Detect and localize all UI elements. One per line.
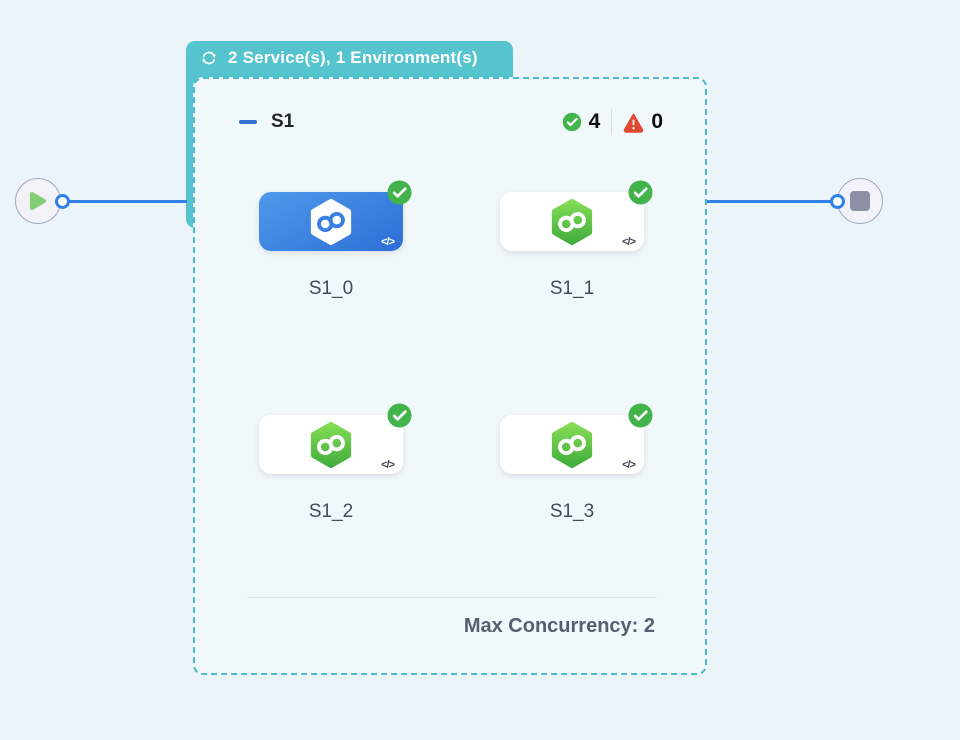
collapse-icon[interactable] bbox=[239, 120, 257, 124]
panel-header: S1 4 0 bbox=[239, 107, 663, 137]
max-concurrency-label: Max Concurrency: 2 bbox=[463, 615, 655, 637]
service-instance-cell: </> S1_1 bbox=[500, 180, 653, 300]
service-hexagon-icon bbox=[551, 198, 593, 245]
start-output-port[interactable] bbox=[55, 194, 70, 209]
service-instance-label: S1_3 bbox=[549, 501, 595, 522]
code-icon: </> bbox=[381, 236, 395, 248]
loop-icon bbox=[202, 51, 216, 65]
service-instance-card-s1-3[interactable]: </> bbox=[500, 403, 653, 474]
footer-divider bbox=[247, 597, 657, 598]
service-instance-cell: </> S1_3 bbox=[500, 403, 653, 523]
code-icon: </> bbox=[381, 459, 395, 471]
service-hexagon-icon bbox=[551, 421, 593, 468]
service-instance-card-s1-0[interactable]: </> bbox=[259, 180, 412, 251]
status-divider bbox=[611, 109, 613, 135]
code-icon: </> bbox=[622, 236, 636, 248]
start-node[interactable] bbox=[15, 178, 61, 224]
stop-icon bbox=[850, 191, 870, 211]
service-hexagon-icon bbox=[310, 421, 352, 468]
service-instance-label: S1_2 bbox=[308, 501, 354, 522]
success-count-icon bbox=[562, 112, 581, 132]
success-count: 4 bbox=[588, 110, 601, 133]
success-badge-icon bbox=[628, 403, 653, 428]
play-icon bbox=[30, 192, 46, 210]
group-badge[interactable]: 2 Service(s), 1 Environment(s) bbox=[186, 41, 513, 68]
edge-start-to-group bbox=[62, 200, 187, 203]
end-input-port[interactable] bbox=[830, 194, 845, 209]
service-instance-cell: </> S1_0 bbox=[259, 180, 412, 300]
edge-group-to-end bbox=[707, 200, 834, 203]
success-badge-icon bbox=[628, 180, 653, 205]
service-name: S1 bbox=[271, 111, 295, 132]
error-count-icon bbox=[624, 113, 644, 133]
success-badge-icon bbox=[387, 403, 412, 428]
error-count: 0 bbox=[651, 110, 663, 133]
service-instance-card-s1-1[interactable]: </> bbox=[500, 180, 653, 251]
group-badge-label: 2 Service(s), 1 Environment(s) bbox=[228, 48, 478, 67]
service-instance-label: S1_1 bbox=[549, 278, 595, 299]
service-instance-card-s1-2[interactable]: </> bbox=[259, 403, 412, 474]
service-instance-cell: </> S1_2 bbox=[259, 403, 412, 523]
success-badge-icon bbox=[387, 180, 412, 205]
service-group-panel: S1 4 0 bbox=[193, 77, 707, 675]
status-cluster: 4 0 bbox=[562, 109, 663, 135]
code-icon: </> bbox=[622, 459, 636, 471]
service-hexagon-icon bbox=[310, 198, 352, 245]
service-instance-label: S1_0 bbox=[308, 278, 354, 299]
